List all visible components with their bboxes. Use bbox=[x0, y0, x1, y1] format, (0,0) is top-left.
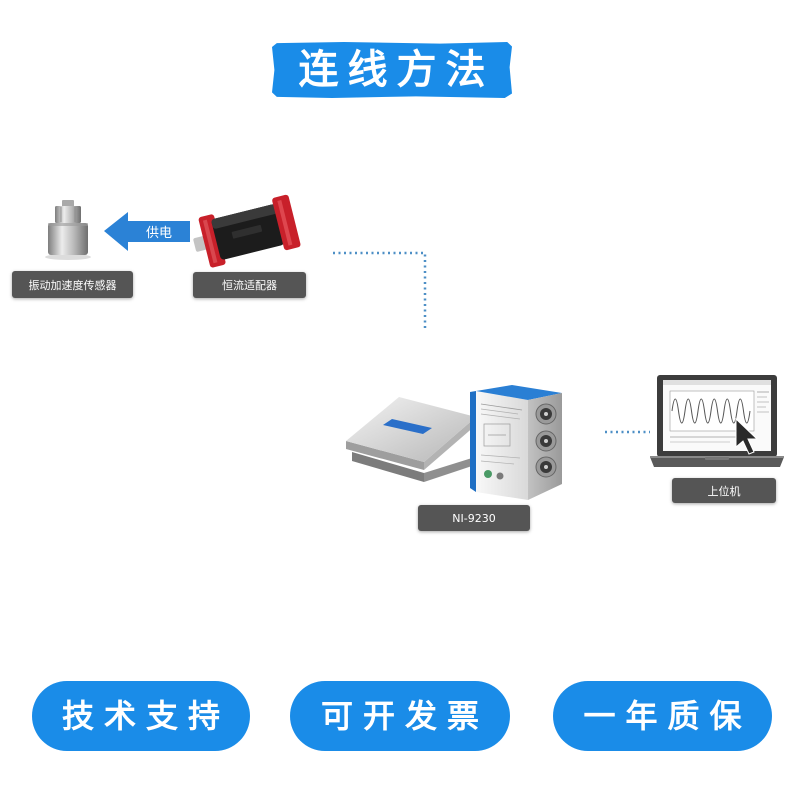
bnc-connector bbox=[535, 403, 557, 425]
title-banner: 连线方法 bbox=[272, 42, 512, 98]
ni-module-icon bbox=[470, 385, 562, 500]
daq-chassis-icon bbox=[346, 397, 476, 482]
adapter-label: 恒流适配器 bbox=[193, 272, 306, 298]
waveform-line bbox=[671, 398, 751, 424]
warranty-label: 一年质保 bbox=[583, 697, 752, 735]
warranty-button[interactable]: 一年质保 bbox=[553, 681, 772, 751]
page-title: 连线方法 bbox=[298, 47, 495, 93]
cursor-icon bbox=[735, 417, 759, 455]
host-label: 上位机 bbox=[672, 478, 776, 503]
sensor-label: 振动加速度传感器 bbox=[12, 271, 133, 298]
invoice-label: 可开发票 bbox=[320, 697, 489, 735]
invoice-button[interactable]: 可开发票 bbox=[290, 681, 510, 751]
connector-adapter-to-daq bbox=[333, 251, 427, 328]
tech-support-label: 技术支持 bbox=[61, 697, 230, 735]
current-adapter-icon bbox=[193, 194, 301, 268]
bnc-connector bbox=[535, 456, 557, 478]
power-arrow-label: 供电 bbox=[145, 226, 172, 241]
laptop-icon bbox=[650, 375, 784, 467]
accelerometer-icon bbox=[45, 200, 91, 260]
arrow-left-icon bbox=[104, 212, 190, 251]
tech-support-button[interactable]: 技术支持 bbox=[32, 681, 250, 751]
daq-label: NI-9230 bbox=[418, 505, 530, 531]
bnc-connector bbox=[535, 430, 557, 452]
